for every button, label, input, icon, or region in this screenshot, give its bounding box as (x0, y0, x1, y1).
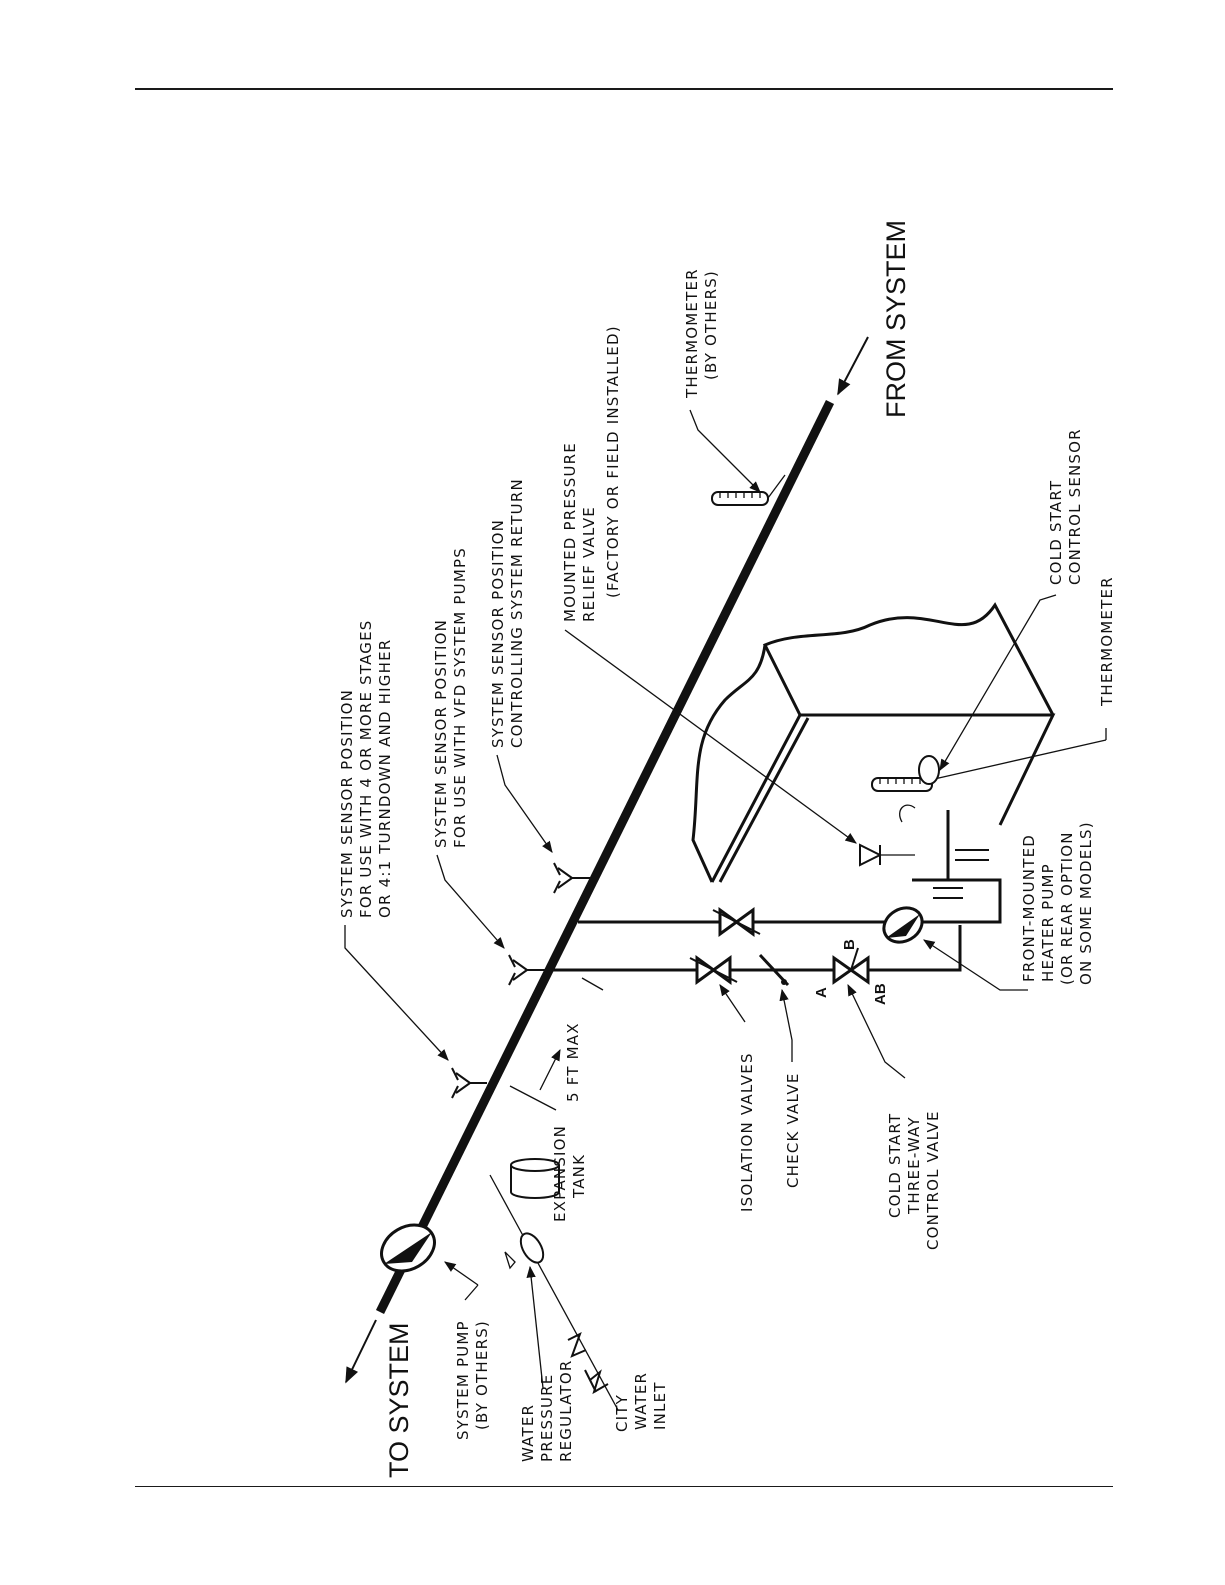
svg-text:THERMOMETER: THERMOMETER (683, 268, 701, 399)
isolation-valve-lower (689, 955, 738, 985)
expansion-tank-label: EXPANSION TANK (551, 1125, 588, 1222)
svg-text:FOR USE WITH VFD SYSTEM PUMPS: FOR USE WITH VFD SYSTEM PUMPS (451, 547, 469, 848)
cold-start-valve-label: COLD START THREE-WAY CONTROL VALVE (886, 1110, 942, 1250)
svg-text:SYSTEM PUMP: SYSTEM PUMP (454, 1320, 472, 1440)
check-valve-label: CHECK VALVE (784, 1072, 802, 1188)
svg-text:FROM SYSTEM: FROM SYSTEM (881, 220, 911, 418)
svg-text:PRESSURE: PRESSURE (538, 1374, 556, 1462)
to-system-arrow (345, 1319, 377, 1384)
svg-text:CONTROL SENSOR: CONTROL SENSOR (1066, 428, 1084, 585)
isolation-valve-upper (712, 907, 761, 937)
water-pressure-regulator (504, 1232, 545, 1270)
sensor-well-4to1 (451, 1067, 487, 1099)
svg-text:(BY OTHERS): (BY OTHERS) (702, 270, 720, 380)
svg-text:SYSTEM SENSOR POSITION: SYSTEM SENSOR POSITION (489, 519, 507, 748)
system-pump-leader (444, 1261, 479, 1286)
system-thermometer (711, 474, 786, 506)
three-way-valve-leader (847, 983, 906, 1079)
city-water-line (489, 1174, 619, 1411)
heater-supply-loop (545, 810, 1002, 972)
sensor-return-leader (496, 754, 553, 853)
relief-valve-leader (564, 629, 857, 844)
svg-text:WATER: WATER (632, 1372, 650, 1430)
check-valve (758, 953, 790, 987)
svg-text:FOR USE WITH 4 OR MORE STAGES: FOR USE WITH 4 OR MORE STAGES (357, 619, 375, 918)
system-pump-label: SYSTEM PUMP (BY OTHERS) (454, 1284, 491, 1440)
svg-text:THERMOMETER: THERMOMETER (1098, 576, 1116, 707)
isolation-valves-label: ISOLATION VALVES (738, 1052, 756, 1212)
svg-text:REGULATOR: REGULATOR (557, 1360, 575, 1463)
cold-start-sensor-label: COLD START CONTROL SENSOR (1047, 428, 1084, 585)
heater-pump-label: FRONT-MOUNTED HEATER PUMP (OR REAR OPTIO… (1020, 821, 1095, 985)
svg-text:COLD START: COLD START (1047, 480, 1065, 585)
svg-text:OR 4:1 TURNDOWN AND HIGHER: OR 4:1 TURNDOWN AND HIGHER (376, 639, 394, 918)
cold-start-sensor (899, 755, 940, 823)
five-ft-max-label: 5 FT MAX (564, 1022, 582, 1102)
svg-text:CONTROL VALVE: CONTROL VALVE (924, 1110, 942, 1250)
svg-text:(BY OTHERS): (BY OTHERS) (473, 1320, 491, 1430)
svg-text:RELIEF VALVE: RELIEF VALVE (580, 506, 598, 622)
svg-text:ISOLATION VALVES: ISOLATION VALVES (738, 1052, 756, 1212)
thermometer-others-label: THERMOMETER (BY OTHERS) (683, 268, 720, 399)
check-valve-leader (779, 988, 793, 1062)
svg-text:TO SYSTEM: TO SYSTEM (384, 1322, 414, 1478)
sensor-return-label: SYSTEM SENSOR POSITION CONTROLLING SYSTE… (489, 478, 526, 748)
cold-start-sensor-leader (939, 594, 1057, 772)
from-system-arrow (837, 336, 869, 396)
svg-text:ON SOME MODELS): ON SOME MODELS) (1077, 821, 1095, 985)
svg-text:FRONT-MOUNTED: FRONT-MOUNTED (1020, 834, 1038, 982)
svg-text:EXPANSION: EXPANSION (551, 1125, 569, 1222)
relief-valve-label: MOUNTED PRESSURE RELIEF VALVE (FACTORY O… (561, 325, 622, 622)
svg-text:5 FT MAX: 5 FT MAX (564, 1022, 582, 1102)
system-thermometer-leader (689, 409, 761, 493)
three-way-control-valve (832, 947, 870, 985)
header-rule (135, 88, 1113, 90)
svg-text:CHECK VALVE: CHECK VALVE (784, 1072, 802, 1188)
svg-text:(FACTORY OR FIELD INSTALLED): (FACTORY OR FIELD INSTALLED) (604, 325, 622, 598)
sensor-vfd-leader (436, 854, 505, 949)
expansion-tank (510, 1158, 560, 1199)
sensor-well-vfd (508, 954, 545, 986)
regulator-leader (526, 1265, 544, 1389)
svg-text:CONTROLLING SYSTEM RETURN: CONTROLLING SYSTEM RETURN (508, 478, 526, 748)
isolation-valves-leader (719, 984, 746, 1023)
heater-union-fittings (933, 849, 989, 899)
water-pressure-regulator-label: WATER PRESSURE REGULATOR (519, 1360, 575, 1463)
main-system-pipe (375, 400, 835, 1314)
five-ft-max-dimension (509, 977, 604, 1111)
heater-cabinet (691, 602, 1056, 883)
svg-text:CITY: CITY (613, 1394, 631, 1432)
backflow-check-valves (567, 1331, 609, 1395)
svg-text:(OR REAR OPTION: (OR REAR OPTION (1058, 831, 1076, 985)
system-pump (380, 1223, 436, 1273)
sensor-vfd-label: SYSTEM SENSOR POSITION FOR USE WITH VFD … (432, 547, 469, 848)
sensor-well-return (553, 862, 590, 894)
heater-pump-leader (923, 939, 1028, 991)
svg-text:B: B (841, 939, 858, 950)
city-water-inlet-label: CITY WATER INLET (613, 1372, 669, 1432)
svg-text:INLET: INLET (651, 1381, 669, 1430)
svg-text:SYSTEM SENSOR POSITION: SYSTEM SENSOR POSITION (338, 689, 356, 918)
pressure-relief-valve (859, 843, 915, 867)
thermometer-label: THERMOMETER (1098, 576, 1116, 707)
svg-text:MOUNTED PRESSURE: MOUNTED PRESSURE (561, 442, 579, 622)
to-system-label: TO SYSTEM (384, 1322, 414, 1478)
sensor-4to1-label: SYSTEM SENSOR POSITION FOR USE WITH 4 OR… (338, 619, 394, 918)
svg-text:WATER: WATER (519, 1404, 537, 1462)
svg-text:COLD START: COLD START (886, 1113, 904, 1218)
svg-text:A: A (813, 987, 830, 998)
svg-text:TANK: TANK (570, 1154, 588, 1199)
heater-pump (882, 906, 924, 944)
from-system-label: FROM SYSTEM (881, 220, 911, 418)
port-labels: A B AB (813, 939, 889, 1005)
svg-text:HEATER PUMP: HEATER PUMP (1039, 863, 1057, 982)
svg-text:SYSTEM SENSOR POSITION: SYSTEM SENSOR POSITION (432, 619, 450, 848)
footer-rule (135, 1486, 1113, 1487)
sensor-4to1-leader (344, 925, 449, 1061)
svg-text:AB: AB (872, 983, 889, 1005)
svg-text:THREE-WAY: THREE-WAY (905, 1116, 923, 1215)
heater-thermometer (871, 728, 1107, 792)
